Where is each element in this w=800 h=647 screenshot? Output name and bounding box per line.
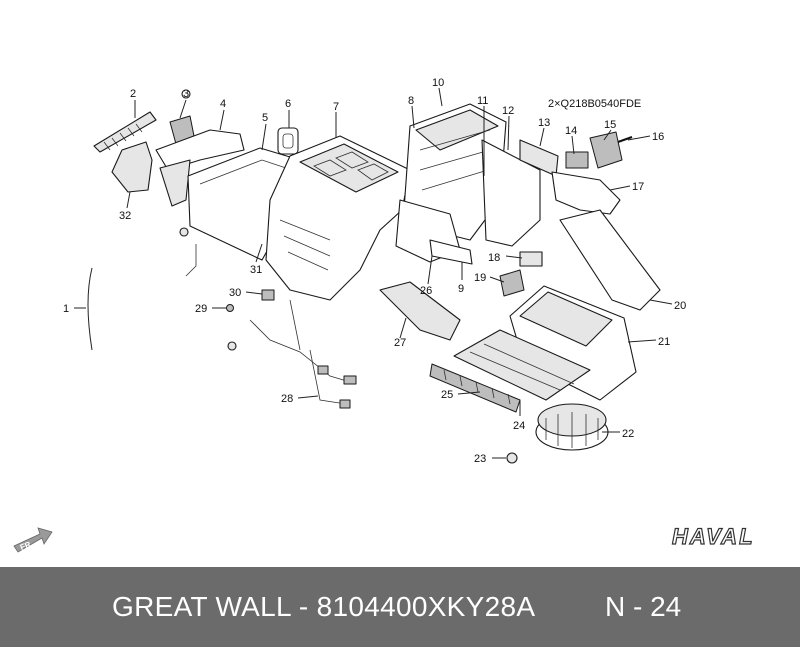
callout-27: 27: [394, 337, 406, 349]
part-20-duct: [559, 209, 661, 311]
callout-3: 3: [183, 88, 189, 100]
callout-28: 28: [281, 393, 293, 405]
callout-labels: 1 2 3 4 5 6 7 8 9 10 11 12 13 14 15 16 1…: [63, 77, 686, 465]
callout-1: 1: [63, 303, 69, 315]
callout-14: 14: [565, 125, 577, 137]
callout-21: 21: [658, 336, 670, 348]
footer-part-number: GREAT WALL - 8104400XKY28A: [112, 591, 536, 622]
haval-logo: HAVAL: [671, 523, 755, 549]
fastener-b: [227, 341, 237, 351]
part-22-blower-motor: [535, 403, 609, 451]
svg-text:HAVAL: HAVAL: [672, 524, 755, 549]
part-8-heater-case: [403, 103, 507, 241]
part-19-sensor: [499, 269, 525, 297]
callout-31: 31: [250, 264, 262, 276]
callout-22: 22: [622, 428, 634, 440]
callout-20: 20: [674, 300, 686, 312]
fr-label: FR: [19, 540, 32, 552]
part-17-bracket: [551, 171, 621, 215]
callout-6: 6: [285, 98, 291, 110]
part-28-harness: [249, 299, 357, 409]
part-32-duct: [111, 141, 153, 193]
group-bracket-1: [87, 267, 93, 351]
part-4-duct: [155, 129, 245, 207]
callout-23: 23: [474, 453, 486, 465]
callout-15: 15: [604, 119, 616, 131]
callout-29: 29: [195, 303, 207, 315]
callout-18: 18: [488, 252, 500, 264]
callout-9: 9: [458, 283, 464, 295]
callout-2: 2: [130, 88, 136, 100]
part-25-grille: [429, 363, 521, 413]
part-27-duct: [379, 281, 461, 341]
callout-32: 32: [119, 210, 131, 222]
part-6-seal: [277, 127, 299, 155]
part-7-housing: [265, 135, 411, 301]
parts-diagram: 1 2 3 4 5 6 7 8 9 10 11 12 13 14 15 16 1…: [13, 77, 755, 553]
part-16-screw: [617, 136, 633, 143]
callout-13: 13: [538, 117, 550, 129]
footer-page-code: N - 24: [605, 591, 682, 622]
part-14-actuator: [565, 151, 589, 169]
part-29-screw: [226, 304, 234, 312]
callout-17: 17: [632, 181, 644, 193]
part-23-nut: [506, 452, 518, 464]
part-2-hose: [93, 111, 157, 153]
callout-8: 8: [408, 95, 414, 107]
part-3-connector: [169, 89, 195, 145]
callout-30: 30: [229, 287, 241, 299]
callout-7: 7: [333, 101, 339, 113]
front-arrow-icon: FR: [13, 527, 53, 553]
fastener-a: [179, 227, 189, 237]
callout-4: 4: [220, 98, 226, 110]
callout-24: 24: [513, 420, 525, 432]
callout-5: 5: [262, 112, 268, 124]
part-9-actuator: [429, 239, 473, 265]
callout-10: 10: [432, 77, 444, 89]
part-21-blower-case: [509, 285, 637, 401]
callout-12: 12: [502, 105, 514, 117]
part-30-clip: [261, 289, 275, 301]
callout-25: 25: [441, 389, 453, 401]
callout-11: 11: [477, 95, 488, 107]
part-31-wire: [185, 244, 197, 277]
callout-16: 16: [652, 131, 664, 143]
callout-26: 26: [420, 285, 432, 297]
part-24-filter: [453, 329, 591, 401]
callout-19: 19: [474, 272, 486, 284]
leader-lines: [126, 87, 673, 459]
part-15-motor: [589, 131, 623, 169]
footer-bar: GREAT WALL - 8104400XKY28A N - 24: [0, 567, 800, 647]
part-18-clip: [519, 251, 543, 267]
note-part-number: 2×Q218B0540FDE: [548, 98, 641, 110]
